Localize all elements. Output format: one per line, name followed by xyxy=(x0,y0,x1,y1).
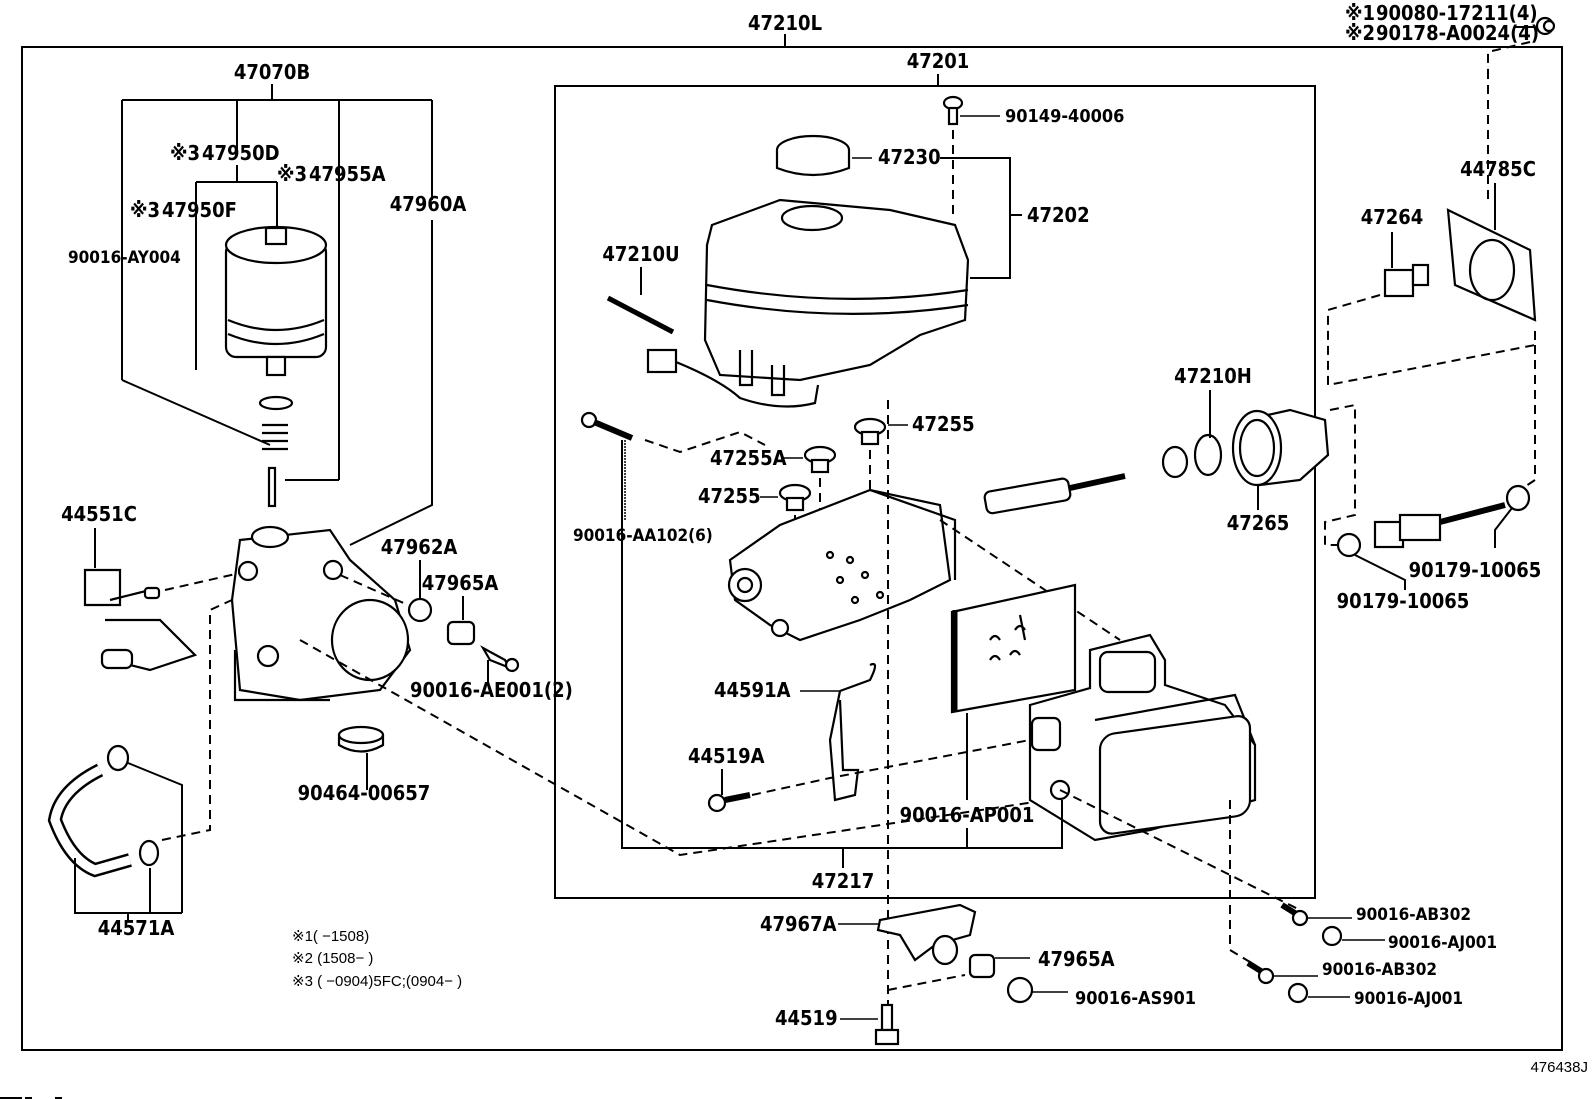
nut-icon xyxy=(1535,16,1556,36)
label-90016-AB302-b[interactable]: 90016-AB302 xyxy=(1322,960,1437,980)
label-90016-AE001[interactable]: 90016-AE001(2) xyxy=(410,678,573,702)
label-90016-AS901[interactable]: 90016-AS901 xyxy=(1075,988,1196,1009)
label-44551C[interactable]: 44551C xyxy=(61,502,137,526)
label-47265[interactable]: 47265 xyxy=(1227,511,1290,535)
reservoir-cap xyxy=(775,134,851,177)
master-cylinder-frame xyxy=(554,85,1316,899)
right-group: 44785C 47264 90179-10065 90179-10065 xyxy=(1324,70,1542,613)
plug-47255-lower xyxy=(778,483,812,512)
label-90016-AJ001-b[interactable]: 90016-AJ001 xyxy=(1354,989,1463,1009)
bolt-44519 xyxy=(874,1003,900,1046)
label-47967A[interactable]: 47967A xyxy=(760,912,837,936)
legend-notes: ※1( −1508) ※2 (1508− ) ※3 ( −0904)5FC;(0… xyxy=(292,928,462,990)
label-90016-AP001[interactable]: 90016-AP001 xyxy=(900,803,1035,827)
boot-47265 xyxy=(1231,408,1330,487)
collar-90016-AS901 xyxy=(1006,976,1034,1004)
collar-90016-AJ001-a xyxy=(1321,925,1343,947)
gasket-44785C xyxy=(1446,208,1537,322)
label-47955A[interactable]: 47955A xyxy=(309,162,386,186)
clip-47264 xyxy=(1383,263,1430,298)
outer-frame xyxy=(21,46,1563,1051)
label-47950D[interactable]: 47950D xyxy=(202,141,280,165)
note-part-1[interactable]: 90080-17211(4) xyxy=(1376,1,1538,25)
label-90016-AA102[interactable]: 90016-AA102(6) xyxy=(573,526,713,546)
master-cylinder-group: 47201 90149-40006 47230 47202 47210U xyxy=(554,49,1330,1025)
label-47950D-mark: ※3 xyxy=(170,141,200,165)
plug-47255A xyxy=(803,445,837,474)
bottom-group: 47967A 47965A 90016-AS901 44519 90016-AB… xyxy=(760,902,1497,1046)
label-47255-lower[interactable]: 47255 xyxy=(698,484,761,508)
label-90149-40006[interactable]: 90149-40006 xyxy=(1005,106,1124,127)
label-44785C[interactable]: 44785C xyxy=(1460,157,1536,181)
collar-90016-AJ001-b xyxy=(1287,982,1309,1004)
label-47960A[interactable]: 47960A xyxy=(390,192,467,216)
label-47950F[interactable]: 47950F xyxy=(162,198,237,222)
ring-47210H xyxy=(1193,433,1223,477)
label-90016-AB302-a[interactable]: 90016-AB302 xyxy=(1356,905,1471,925)
fluid-reservoir xyxy=(703,198,970,397)
hose-44571A xyxy=(47,744,160,878)
bracket-44591A xyxy=(828,662,877,802)
label-47255A[interactable]: 47255A xyxy=(710,446,787,470)
grommet-47965A-bottom xyxy=(968,953,996,979)
label-47950F-mark: ※3 xyxy=(130,198,160,222)
label-47210H[interactable]: 47210H xyxy=(1174,364,1252,388)
circuit-board xyxy=(950,583,1077,714)
bolt-44519A xyxy=(707,792,751,813)
bolt-90016-AE001 xyxy=(480,645,520,673)
label-47264[interactable]: 47264 xyxy=(1361,205,1424,229)
screw-90016-AB302-b xyxy=(1246,960,1275,985)
label-44591A[interactable]: 44591A xyxy=(714,678,791,702)
plug-47255-upper xyxy=(853,417,887,446)
note-mark-1: ※1 xyxy=(1345,1,1375,25)
master-cylinder-body xyxy=(727,488,957,642)
legend-note-3: ※3 ( −0904)5FC;(0904− ) xyxy=(292,973,462,990)
assembly-label[interactable]: 47210L xyxy=(748,11,822,35)
label-47230[interactable]: 47230 xyxy=(878,145,941,169)
label-47255-upper[interactable]: 47255 xyxy=(912,412,975,436)
label-90016-AJ001-a[interactable]: 90016-AJ001 xyxy=(1388,933,1497,953)
pump-group: 47070B ※3 47950D ※3 47955A ※3 47950F 479… xyxy=(47,60,1116,940)
pump-motor xyxy=(230,525,412,702)
filter-cartridge xyxy=(224,225,328,508)
label-47217[interactable]: 47217 xyxy=(812,869,875,893)
pipe-44551C xyxy=(83,568,198,672)
seal-47962A xyxy=(407,597,433,623)
label-90016-AY004[interactable]: 90016-AY004 xyxy=(68,248,181,268)
label-90179-10065-b[interactable]: 90179-10065 xyxy=(1337,589,1470,613)
label-47965A-top[interactable]: 47965A xyxy=(422,571,499,595)
fitting-rod xyxy=(1336,484,1531,558)
screw-90016-AB302-a xyxy=(1280,902,1309,927)
label-90464-00657[interactable]: 90464-00657 xyxy=(298,781,431,805)
label-47965A-bottom[interactable]: 47965A xyxy=(1038,947,1115,971)
top-right-notes: ※1 90080-17211(4) ※2 90178-A0024(4) xyxy=(1345,1,1556,70)
grommet-47965A xyxy=(446,620,476,646)
label-90179-10065-a[interactable]: 90179-10065 xyxy=(1409,558,1542,582)
legend-note-1: ※1( −1508) xyxy=(292,928,369,945)
screw-90149 xyxy=(942,95,964,126)
label-47955A-mark: ※3 xyxy=(277,162,307,186)
piston-rod xyxy=(983,445,1189,515)
label-47210U[interactable]: 47210U xyxy=(602,242,679,266)
label-44519A[interactable]: 44519A xyxy=(688,744,765,768)
label-47962A[interactable]: 47962A xyxy=(381,535,458,559)
bracket-47967A xyxy=(876,903,977,966)
clamp-90464 xyxy=(337,725,385,753)
bolt-90016-AA102 xyxy=(580,411,634,441)
note-part-2[interactable]: 90178-A0024(4) xyxy=(1376,21,1539,45)
level-sensor-connector xyxy=(646,348,678,374)
pump-group-label[interactable]: 47070B xyxy=(234,60,310,84)
legend-note-2: ※2 (1508− ) xyxy=(292,950,373,967)
label-47202[interactable]: 47202 xyxy=(1027,203,1090,227)
note-mark-2: ※2 xyxy=(1345,21,1375,45)
master-cylinder-label[interactable]: 47201 xyxy=(907,49,970,73)
label-44519[interactable]: 44519 xyxy=(775,1006,838,1030)
label-44571A[interactable]: 44571A xyxy=(98,916,175,940)
illustration-ref-code: 476438J xyxy=(1530,1059,1588,1076)
